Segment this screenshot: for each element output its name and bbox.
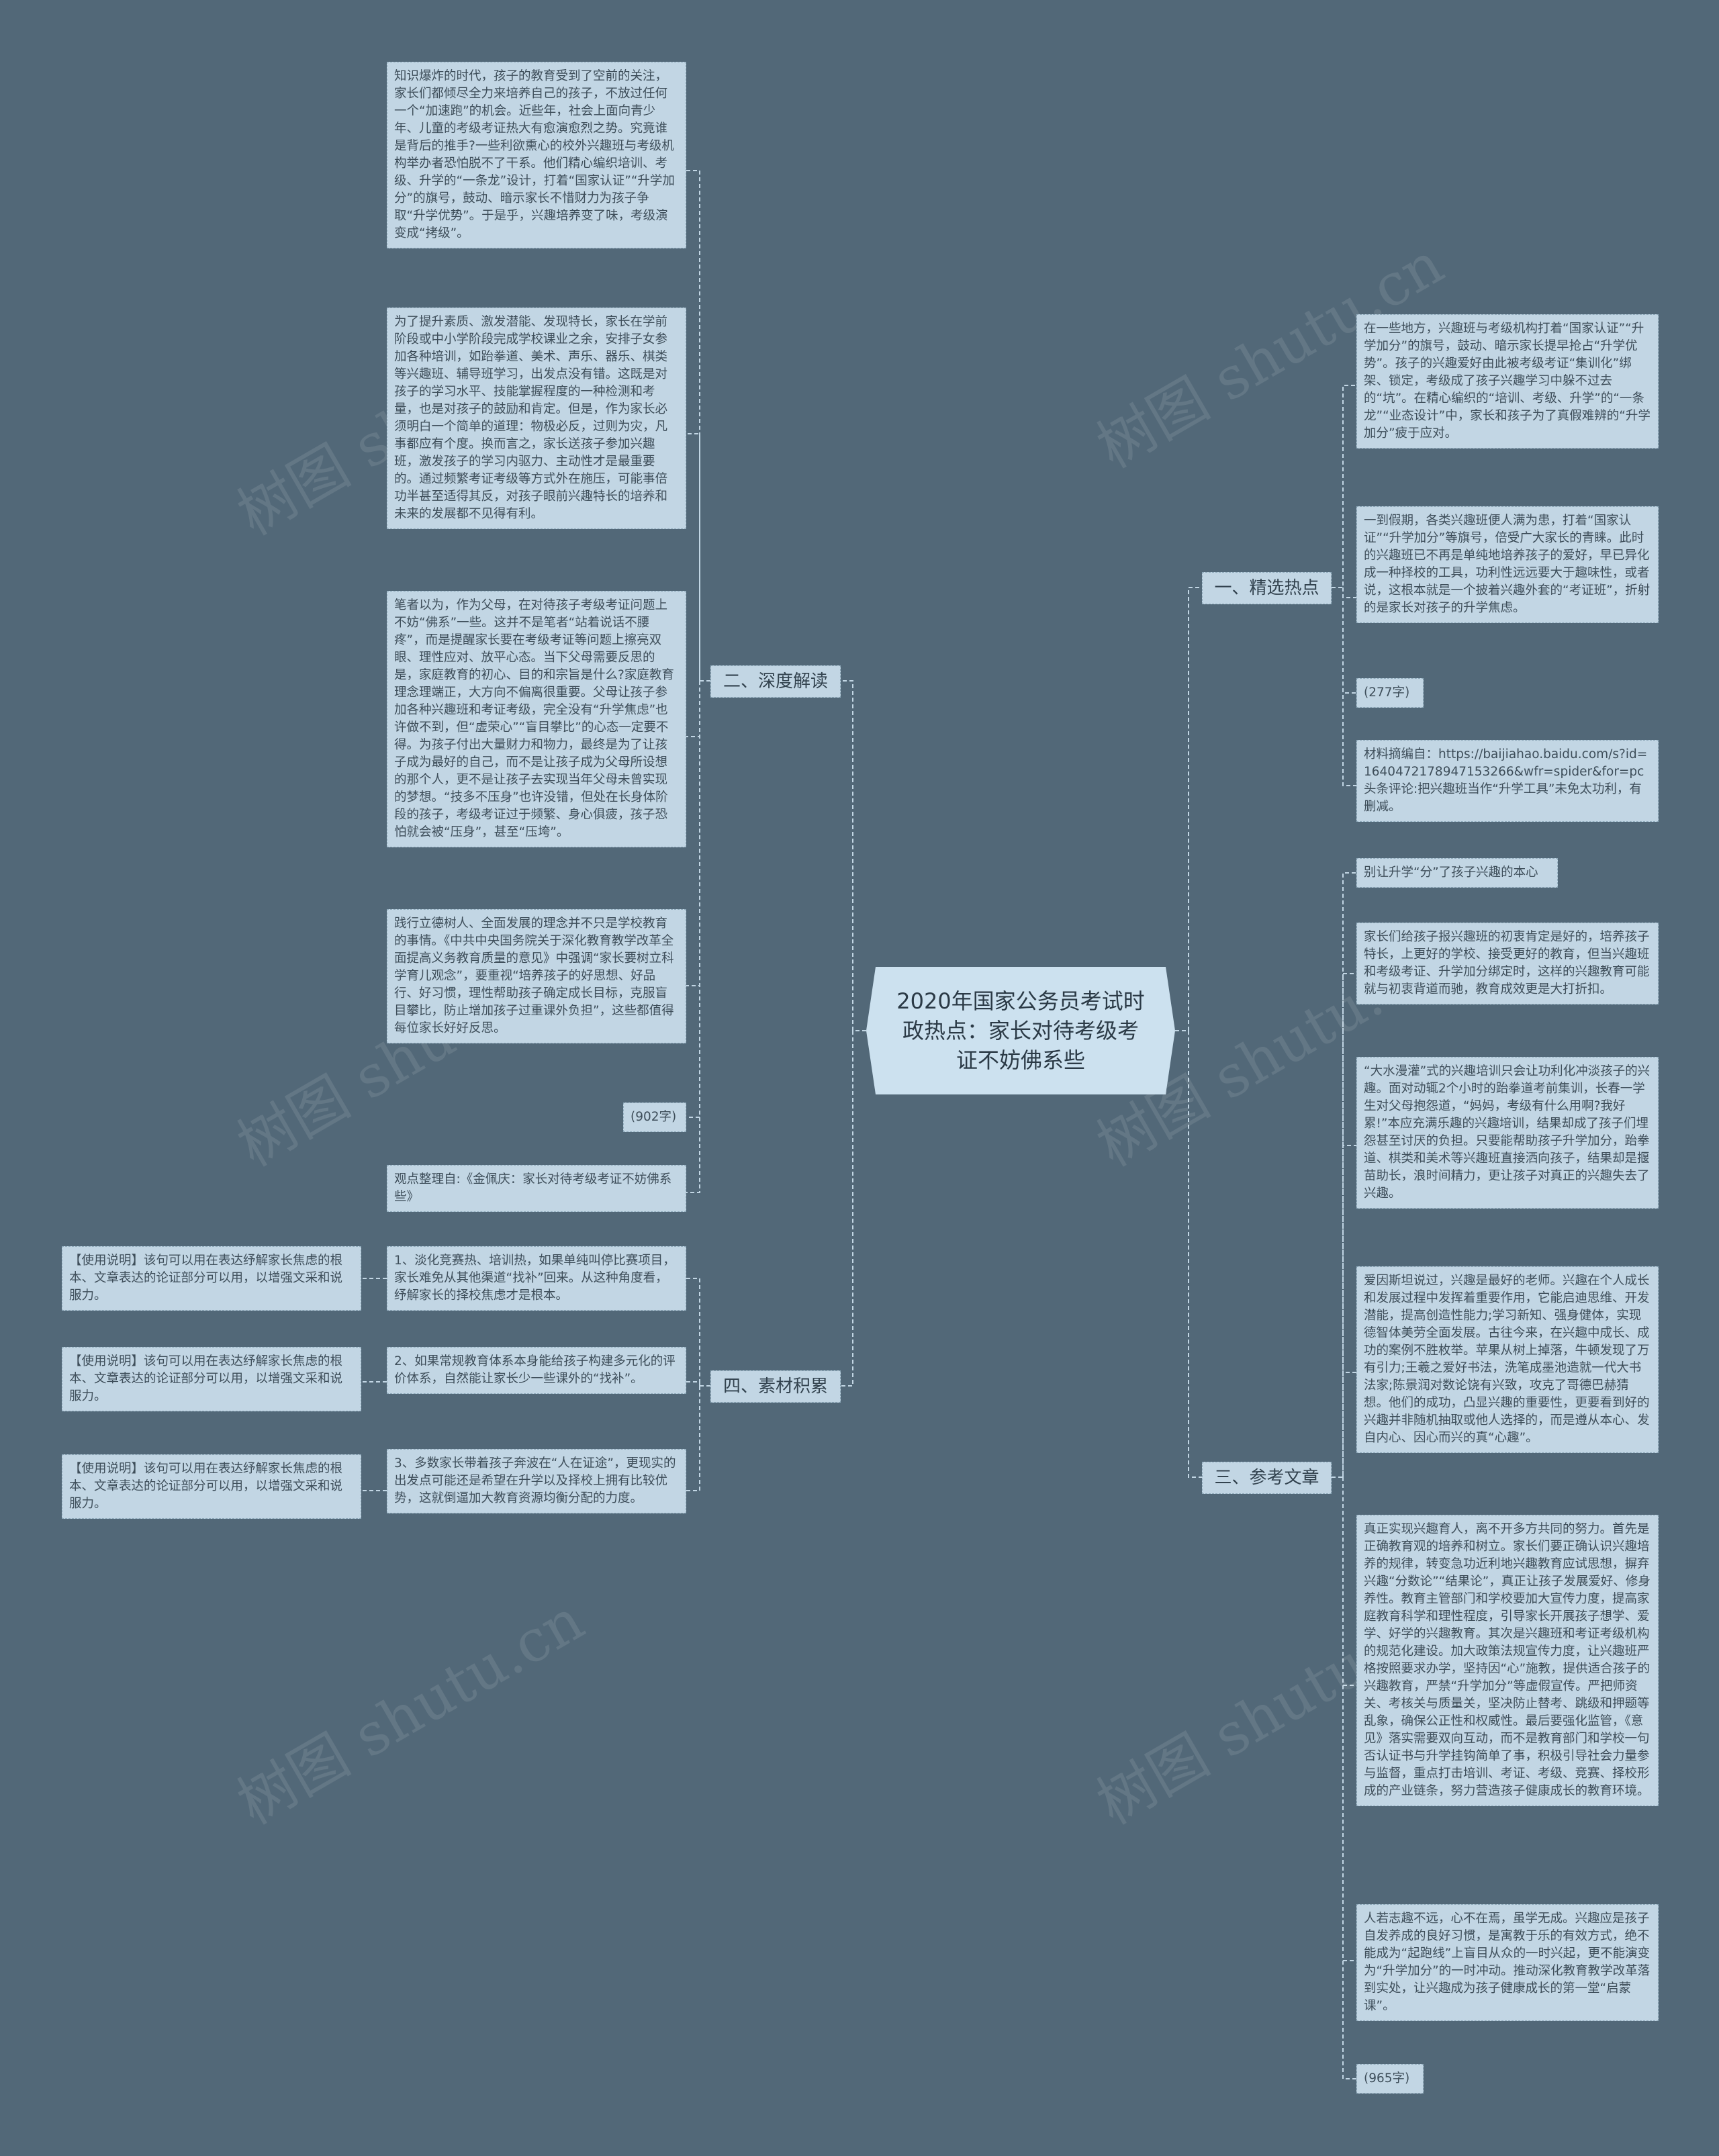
usage-note-2: 【使用说明】该句可以用在表达纾解家长焦虑的根本、文章表达的论证部分可以用，以增强… — [62, 1347, 361, 1411]
material-sentence-1: 1、淡化竞赛热、培训热，如果单纯叫停比赛项目，家长难免从其他渠道“找补”回来。从… — [387, 1246, 686, 1311]
root-title: 2020年国家公务员考试时政热点：家长对待考级考证不妨佛系些 — [896, 988, 1145, 1073]
hot-topic-source: 材料摘编自：https://baijiahao.baidu.com/s?id=1… — [1356, 740, 1659, 822]
usage-note-1: 【使用说明】该句可以用在表达纾解家长焦虑的根本、文章表达的论证部分可以用，以增强… — [62, 1246, 361, 1311]
branch-material-accumulation[interactable]: 四、素材积累 — [710, 1370, 841, 1403]
article-paragraph-1: 家长们给孩子报兴趣班的初衷肯定是好的，培养孩子特长，上更好的学校、接受更好的教育… — [1356, 923, 1659, 1004]
analysis-word-count: (902字) — [623, 1103, 686, 1132]
material-sentence-3: 3、多数家长带着孩子奔波在“人在证途”，更现实的出发点可能还是希望在升学以及择校… — [387, 1449, 686, 1513]
hot-topic-2: 一到假期，各类兴趣班便人满为患，打着“国家认证”“升学加分”等旗号，倍受广大家长… — [1356, 506, 1659, 623]
article-paragraph-4: 真正实现兴趣育人，离不开多方共同的努力。首先是正确教育观的培养和树立。家长们要正… — [1356, 1515, 1659, 1806]
article-paragraph-2: “大水漫灌”式的兴趣培训只会让功利化冲淡孩子的兴趣。面对动辄2个小时的跆拳道考前… — [1356, 1057, 1659, 1209]
article-paragraph-3: 爱因斯坦说过，兴趣是最好的老师。兴趣在个人成长和发展过程中发挥着重要作用，它能启… — [1356, 1266, 1659, 1453]
analysis-paragraph-2: 为了提升素质、激发潜能、发现特长，家长在学前阶段或中小学阶段完成学校课业之余，安… — [387, 308, 686, 529]
analysis-source: 观点整理自:《金佩庆：家长对待考级考证不妨佛系些》 — [387, 1165, 686, 1212]
analysis-paragraph-1: 知识爆炸的时代，孩子的教育受到了空前的关注，家长们都倾尽全力来培养自己的孩子，不… — [387, 62, 686, 248]
material-sentence-2: 2、如果常规教育体系本身能给孩子构建多元化的评价体系，自然能让家长少一些课外的“… — [387, 1347, 686, 1394]
hot-topic-word-count: (277字) — [1356, 678, 1424, 708]
branch-hot-topics[interactable]: 一、精选热点 — [1202, 572, 1332, 604]
article-title: 别让升学“分”了孩子兴趣的本心 — [1356, 858, 1558, 888]
analysis-paragraph-3: 笔者以为，作为父母，在对待孩子考级考证问题上不妨“佛系”一些。这并不是笔者“站着… — [387, 591, 686, 847]
root-topic[interactable]: 2020年国家公务员考试时政热点：家长对待考级考证不妨佛系些 — [866, 967, 1175, 1094]
article-word-count: (965字) — [1356, 2064, 1424, 2094]
article-paragraph-5: 人若志趣不远，心不在焉，虽学无成。兴趣应是孩子自发养成的良好习惯，是寓教于乐的有… — [1356, 1904, 1659, 2021]
branch-deep-analysis[interactable]: 二、深度解读 — [710, 665, 841, 698]
branch-reference-articles[interactable]: 三、参考文章 — [1202, 1462, 1332, 1494]
analysis-paragraph-4: 践行立德树人、全面发展的理念并不只是学校教育的事情。《中共中央国务院关于深化教育… — [387, 909, 686, 1043]
usage-note-3: 【使用说明】该句可以用在表达纾解家长焦虑的根本、文章表达的论证部分可以用，以增强… — [62, 1454, 361, 1519]
hot-topic-1: 在一些地方，兴趣班与考级机构打着“国家认证”“升学加分”的旗号，鼓动、暗示家长提… — [1356, 314, 1659, 449]
